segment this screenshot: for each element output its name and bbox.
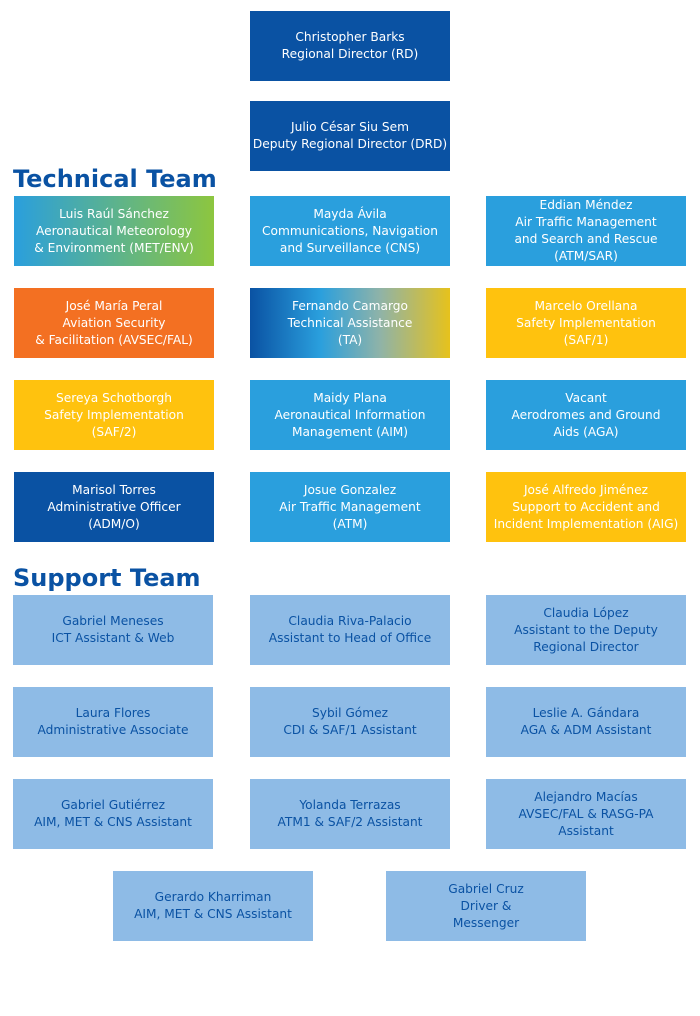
- node-name: Gerardo Kharriman: [154, 890, 272, 904]
- node-role-line: Assistant to the Deputy: [514, 622, 658, 637]
- node-name: Mayda Ávila: [313, 206, 387, 221]
- node-role-line: CDI & SAF/1 Assistant: [283, 723, 417, 737]
- node-cns: Mayda Ávila Communications, Navigation a…: [250, 196, 450, 266]
- node-name: Marcelo Orellana: [534, 298, 638, 313]
- node-assistant-head-office: Claudia Riva-Palacio Assistant to Head o…: [250, 595, 450, 665]
- node-name: Christopher Barks: [295, 30, 405, 44]
- node-regional-director: Christopher Barks Regional Director (RD): [250, 11, 450, 81]
- node-role-line: Messenger: [452, 915, 520, 930]
- node-role-line: Administrative Officer: [47, 499, 181, 514]
- node-role-line: Aeronautical Meteorology: [35, 223, 193, 238]
- node-atm1-saf2-assistant: Yolanda Terrazas ATM1 & SAF/2 Assistant: [250, 779, 450, 849]
- node-role-line: (SAF/1): [563, 332, 609, 347]
- node-name: Laura Flores: [75, 706, 151, 720]
- node-role-line: (ATM/SAR): [554, 249, 618, 263]
- node-role-line: Management (AIM): [291, 424, 409, 439]
- node-assistant-deputy: Claudia López Assistant to the Deputy Re…: [486, 595, 686, 665]
- node-role-line: Regional Director (RD): [281, 47, 419, 61]
- node-name: Julio César Siu Sem: [291, 120, 409, 134]
- node-name: Maidy Plana: [313, 390, 387, 405]
- technical-team-title: Technical Team: [13, 165, 217, 193]
- node-role-line: (TA): [337, 332, 363, 347]
- node-role-line: AGA & ADM Assistant: [520, 723, 652, 737]
- node-atm: Josue Gonzalez Air Traffic Management (A…: [250, 472, 450, 542]
- node-aig: José Alfredo Jiménez Support to Accident…: [486, 472, 686, 542]
- node-name: Sybil Gómez: [312, 706, 388, 720]
- node-role-line: Administrative Associate: [37, 723, 189, 737]
- node-role-line: Support to Accident and: [512, 499, 660, 514]
- node-role-line: ICT Assistant & Web: [51, 631, 175, 645]
- node-saf1: Marcelo Orellana Safety Implementation (…: [486, 288, 686, 358]
- node-adm-o: Marisol Torres Administrative Officer (A…: [14, 472, 214, 542]
- node-role-line: AIM, MET & CNS Assistant: [134, 907, 292, 921]
- node-ict-assistant: Gabriel Meneses ICT Assistant & Web: [13, 595, 213, 665]
- node-aim-met-cns-assistant-1: Gabriel Gutiérrez AIM, MET & CNS Assista…: [13, 779, 213, 849]
- node-avsec-rasg-assistant: Alejandro Macías AVSEC/FAL & RASG-PA Ass…: [486, 779, 686, 849]
- node-deputy-regional-director: Julio César Siu Sem Deputy Regional Dire…: [250, 101, 450, 171]
- node-name: Yolanda Terrazas: [299, 798, 401, 812]
- node-aga-adm-assistant: Leslie A. Gándara AGA & ADM Assistant: [486, 687, 686, 757]
- node-role-line: Safety Implementation: [44, 407, 184, 422]
- node-aim: Maidy Plana Aeronautical Information Man…: [250, 380, 450, 450]
- support-team-title: Support Team: [13, 564, 201, 592]
- node-name: Josue Gonzalez: [303, 482, 397, 497]
- node-role-line: Aids (AGA): [553, 424, 619, 439]
- node-ta: Fernando Camargo Technical Assistance (T…: [250, 288, 450, 358]
- node-role-line: Assistant to Head of Office: [268, 631, 432, 645]
- node-name: Claudia Riva-Palacio: [288, 614, 412, 628]
- node-administrative-associate: Laura Flores Administrative Associate: [13, 687, 213, 757]
- node-name: Alejandro Macías: [534, 789, 638, 804]
- node-cdi-saf1-assistant: Sybil Gómez CDI & SAF/1 Assistant: [250, 687, 450, 757]
- node-driver-messenger: Gabriel Cruz Driver & Messenger: [386, 871, 586, 941]
- node-atm-sar: Eddian Méndez Air Traffic Management and…: [486, 196, 686, 266]
- node-role-line: Assistant: [558, 823, 614, 838]
- node-name: José Alfredo Jiménez: [523, 482, 649, 497]
- node-role-line: & Environment (MET/ENV): [34, 240, 194, 255]
- node-role-line: (ADM/O): [88, 516, 140, 531]
- node-role-line: AVSEC/FAL & RASG-PA: [518, 806, 654, 821]
- node-role-line: Aviation Security: [62, 315, 166, 330]
- node-role-line: Regional Director: [533, 639, 639, 654]
- node-role-line: ATM1 & SAF/2 Assistant: [277, 815, 423, 829]
- node-name: Sereya Schotborgh: [56, 390, 172, 405]
- node-name: Vacant: [565, 390, 607, 405]
- node-name: Gabriel Cruz: [448, 881, 524, 896]
- node-met-env: Luis Raúl Sánchez Aeronautical Meteorolo…: [14, 196, 214, 266]
- node-role-line: Aeronautical Information: [274, 407, 426, 422]
- node-role-line: Air Traffic Management: [279, 499, 421, 514]
- node-name: Leslie A. Gándara: [532, 706, 640, 720]
- node-role-line: Driver &: [460, 898, 512, 913]
- node-role-line: Incident Implementation (AIG): [493, 516, 679, 531]
- node-name: Eddian Méndez: [539, 198, 633, 212]
- node-role-line: Air Traffic Management: [515, 215, 657, 229]
- node-name: Marisol Torres: [72, 482, 156, 497]
- node-name: Fernando Camargo: [292, 298, 408, 313]
- node-aga: Vacant Aerodromes and Ground Aids (AGA): [486, 380, 686, 450]
- node-role-line: Deputy Regional Director (DRD): [252, 137, 448, 151]
- node-name: Claudia López: [543, 605, 629, 620]
- node-name: José María Peral: [65, 298, 163, 313]
- node-role-line: Aerodromes and Ground: [511, 407, 661, 422]
- node-role-line: and Search and Rescue: [514, 232, 658, 246]
- node-role-line: Safety Implementation: [516, 315, 656, 330]
- node-role-line: AIM, MET & CNS Assistant: [34, 815, 192, 829]
- node-role-line: & Facilitation (AVSEC/FAL): [35, 332, 193, 347]
- node-role-line: (ATM): [332, 516, 368, 531]
- node-avsec-fal: José María Peral Aviation Security & Fac…: [14, 288, 214, 358]
- node-role-line: (SAF/2): [91, 424, 137, 439]
- node-aim-met-cns-assistant-2: Gerardo Kharriman AIM, MET & CNS Assista…: [113, 871, 313, 941]
- node-role-line: Technical Assistance: [287, 315, 413, 330]
- node-name: Gabriel Gutiérrez: [60, 798, 166, 812]
- node-role-line: Communications, Navigation: [262, 223, 438, 238]
- node-role-line: and Surveillance (CNS): [279, 240, 421, 255]
- node-name: Luis Raúl Sánchez: [59, 206, 169, 221]
- node-saf2: Sereya Schotborgh Safety Implementation …: [14, 380, 214, 450]
- node-name: Gabriel Meneses: [62, 614, 164, 628]
